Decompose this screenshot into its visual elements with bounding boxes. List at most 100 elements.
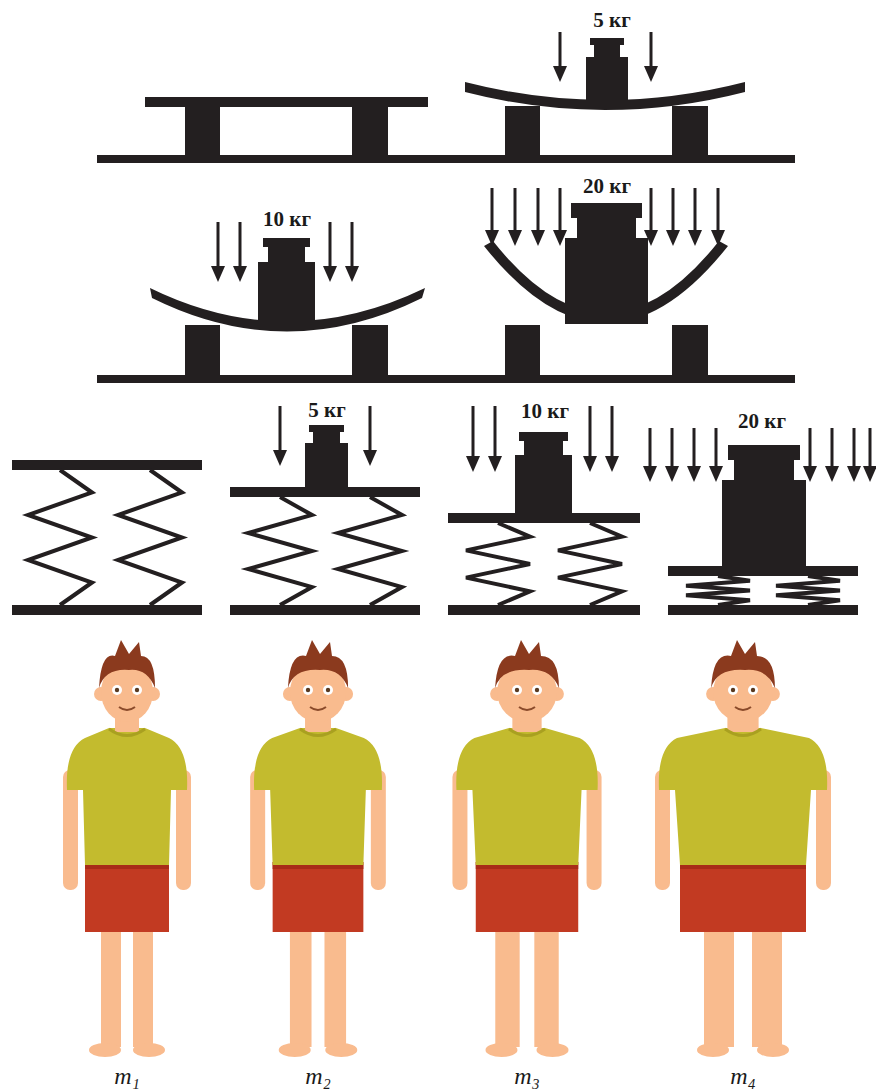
- foot: [757, 1043, 789, 1057]
- leg: [133, 925, 153, 1047]
- arrow-head: [233, 266, 247, 282]
- collar: [509, 729, 545, 736]
- pupil: [135, 688, 139, 692]
- force-arrow: [869, 428, 872, 468]
- force-arrow: [491, 188, 494, 232]
- shirt: [659, 728, 827, 865]
- springs: [28, 470, 840, 605]
- shirt: [456, 728, 597, 865]
- arrow-head: [466, 456, 480, 472]
- arrow-head: [605, 456, 619, 472]
- hair: [99, 640, 155, 688]
- arrow-head: [273, 450, 287, 466]
- spring: [248, 497, 312, 605]
- arrow-head: [643, 466, 657, 482]
- eye: [132, 685, 142, 695]
- mouth: [519, 707, 535, 710]
- arrow-head: [508, 230, 522, 246]
- foot: [697, 1043, 729, 1057]
- pupil: [515, 688, 519, 692]
- mass-label: 5 кг: [308, 400, 345, 421]
- force-arrow: [694, 188, 697, 232]
- person-figure: [250, 640, 386, 1057]
- force-arrow: [494, 406, 497, 458]
- beam-rows: [12, 38, 858, 615]
- foot: [325, 1043, 357, 1057]
- arrow-head: [553, 230, 567, 246]
- spring: [338, 497, 402, 605]
- foot: [133, 1043, 165, 1057]
- eye: [112, 685, 122, 695]
- mass-label: 10 кг: [263, 209, 311, 230]
- mass-label: 20 кг: [583, 176, 631, 197]
- force-arrow: [831, 428, 834, 468]
- arrow-head: [847, 466, 861, 482]
- hair: [711, 640, 775, 688]
- force-arrow: [559, 32, 562, 68]
- leg: [752, 925, 782, 1047]
- force-arrow: [217, 222, 220, 268]
- force-arrow: [715, 428, 718, 468]
- foot: [89, 1043, 121, 1057]
- arrow-head: [709, 466, 723, 482]
- force-arrow: [589, 406, 592, 458]
- arrow-head: [825, 466, 839, 482]
- force-arrow: [671, 428, 674, 468]
- pupil: [731, 688, 735, 692]
- force-arrow: [717, 188, 720, 232]
- arrow-head: [488, 456, 502, 472]
- leg: [534, 925, 558, 1047]
- eye: [323, 685, 333, 695]
- force-arrow: [369, 406, 372, 452]
- mouth: [119, 707, 135, 710]
- person-label: m₃: [514, 1064, 540, 1088]
- hair: [495, 640, 559, 688]
- arrow-head: [553, 66, 567, 82]
- force-arrow: [611, 406, 614, 458]
- arrow-head: [666, 230, 680, 246]
- eye: [512, 685, 522, 695]
- leg: [704, 925, 734, 1047]
- force-arrow: [351, 222, 354, 268]
- hair: [288, 640, 348, 688]
- shorts: [680, 862, 806, 932]
- force-arrows: [211, 32, 876, 482]
- person-label: m₁: [114, 1064, 140, 1088]
- force-arrow: [472, 406, 475, 458]
- foot: [485, 1043, 517, 1057]
- person-label: m₂: [305, 1064, 331, 1088]
- pupil: [115, 688, 119, 692]
- collar: [300, 729, 336, 736]
- arrow-head: [863, 466, 876, 482]
- pupil: [306, 688, 310, 692]
- spring: [118, 470, 182, 605]
- person-label: m₄: [730, 1064, 756, 1088]
- collar: [725, 729, 761, 736]
- force-arrow: [537, 188, 540, 232]
- arrow-head: [583, 456, 597, 472]
- mass-label: 5 кг: [593, 10, 630, 31]
- collar: [109, 729, 145, 736]
- arrow-head: [345, 266, 359, 282]
- force-arrow: [649, 428, 652, 468]
- spring: [776, 576, 840, 605]
- mouth: [735, 707, 751, 710]
- shorts: [273, 862, 364, 932]
- mouth: [310, 707, 326, 710]
- shirt: [67, 728, 187, 865]
- pupil: [326, 688, 330, 692]
- force-arrow: [693, 428, 696, 468]
- arrow-head: [644, 230, 658, 246]
- person-figure: [452, 640, 601, 1057]
- spring: [28, 470, 92, 605]
- shorts: [476, 862, 578, 932]
- arrow-head: [211, 266, 225, 282]
- foot: [537, 1043, 569, 1057]
- foot: [279, 1043, 311, 1057]
- mass-label: 20 кг: [738, 411, 786, 432]
- spring: [558, 523, 622, 605]
- leg: [495, 925, 519, 1047]
- pupil: [751, 688, 755, 692]
- force-arrow: [514, 188, 517, 232]
